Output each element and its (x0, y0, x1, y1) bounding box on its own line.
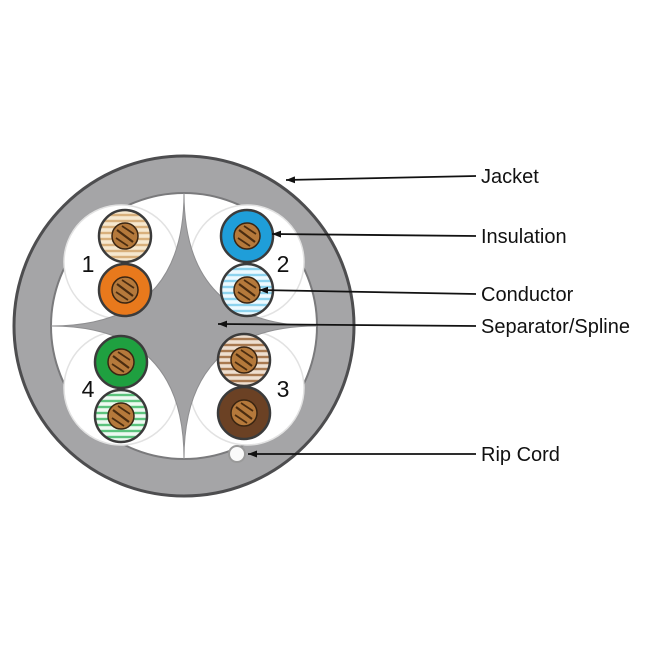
wire-pair-3: 3 (216, 332, 290, 441)
wire-white-green-conductor (106, 401, 136, 431)
separator-spline (50, 192, 318, 460)
wire-brown-conductor (229, 398, 259, 428)
callout-label-rip-cord: Rip Cord (481, 444, 560, 466)
wire-pair-2: 2 (219, 208, 290, 318)
callout-label-insulation: Insulation (481, 226, 567, 248)
wire-white-brown-conductor (229, 345, 259, 375)
pair-number-2: 2 (277, 251, 290, 277)
wire-white-orange-conductor (110, 221, 140, 251)
callout-arrow-conductor (258, 286, 477, 295)
rip-cord (228, 445, 246, 463)
wire-blue-conductor (232, 221, 262, 251)
callout-label-conductor: Conductor (481, 284, 574, 306)
callout-arrow-insulation (271, 230, 477, 238)
wire-pair-4: 4 (82, 334, 149, 444)
wire-white-blue-conductor (232, 275, 262, 305)
callout-arrow-separator (217, 320, 477, 328)
pair-number-4: 4 (82, 376, 95, 402)
wire-pair-1: 1 (82, 208, 153, 318)
pair-number-1: 1 (82, 251, 95, 277)
callout-label-jacket: Jacket (481, 166, 539, 188)
wire-orange-conductor (110, 275, 140, 305)
wire-green-conductor (106, 347, 136, 377)
callout-arrow-jacket (285, 175, 477, 184)
callouts: Jacket Insulation Conductor Separator/Sp… (217, 166, 630, 466)
callout-label-separator: Separator/Spline (481, 316, 630, 338)
pair-number-3: 3 (277, 376, 290, 402)
